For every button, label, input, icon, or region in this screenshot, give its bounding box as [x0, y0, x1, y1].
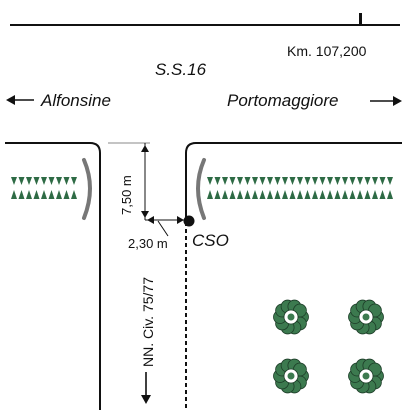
- dim-horizontal-arrow-left: [147, 216, 154, 224]
- hedge-leaf: [56, 177, 62, 185]
- arrow-down-icon: [141, 372, 151, 404]
- hedge-leaf: [41, 177, 47, 185]
- hedge-leaf: [237, 190, 243, 199]
- hedge-leaf: [33, 190, 40, 199]
- hedge-leaf: [267, 190, 273, 199]
- arrow-left-icon: [6, 95, 34, 105]
- tree-icon: [348, 299, 384, 335]
- hedge-leaf: [312, 177, 318, 185]
- dim-horizontal-leader: [157, 220, 169, 237]
- hedge-leaf: [327, 177, 333, 185]
- hedge-left: [11, 177, 77, 199]
- hedge-leaf: [252, 177, 258, 185]
- curb-left: [82, 158, 92, 220]
- hedge-leaf: [372, 177, 378, 185]
- hedge-leaf: [297, 190, 303, 199]
- hedge-leaf: [297, 177, 303, 185]
- hedge-leaf: [349, 190, 356, 199]
- hedge-leaf: [357, 190, 363, 199]
- hedge-leaf: [26, 190, 32, 199]
- hedge-leaf: [342, 177, 348, 185]
- hedge-leaf: [222, 190, 228, 199]
- hedge-leaf: [56, 190, 62, 199]
- hedge-leaf: [71, 190, 77, 199]
- hedge-right: [207, 177, 393, 199]
- side-street-label: NN. Civ. 75/77: [140, 277, 156, 367]
- hedge-leaf: [379, 190, 386, 199]
- hedge-leaf: [282, 190, 288, 199]
- hedge-leaf: [379, 177, 386, 185]
- hedge-leaf: [11, 190, 17, 199]
- hedge-leaf: [357, 177, 363, 185]
- hedge-leaf: [364, 177, 371, 185]
- hedge-leaf: [274, 190, 281, 199]
- hedge-leaf: [304, 190, 311, 199]
- hedge-leaf: [334, 177, 341, 185]
- hedge-leaf: [319, 190, 326, 199]
- hedge-leaf: [387, 177, 393, 185]
- hedge-leaf: [289, 177, 296, 185]
- hedge-leaf: [274, 177, 281, 185]
- hedge-leaf: [207, 190, 213, 199]
- dim-horizontal-arrow-right: [177, 216, 184, 224]
- hedge-leaf: [229, 190, 236, 199]
- dim-vertical-arrow-bottom: [141, 211, 149, 218]
- hedge-leaf: [48, 190, 55, 199]
- cso-point-marker: [183, 215, 195, 227]
- hedge-leaf: [259, 177, 266, 185]
- trees-group: [273, 299, 384, 394]
- cso-label: CSO: [192, 231, 229, 250]
- hedge-leaf: [372, 190, 378, 199]
- road-bottom-edge-right: [185, 142, 402, 218]
- hedge-leaf: [312, 190, 318, 199]
- hedge-leaf: [319, 177, 326, 185]
- hedge-leaf: [222, 177, 228, 185]
- dim-vertical-label: 7,50 m: [119, 175, 134, 215]
- hedge-leaf: [63, 190, 70, 199]
- hedge-leaf: [364, 190, 371, 199]
- hedge-leaf: [349, 177, 356, 185]
- tree-icon: [348, 358, 384, 394]
- hedge-leaf: [252, 190, 258, 199]
- hedge-leaf: [18, 190, 25, 199]
- arrow-right-icon: [370, 96, 402, 106]
- direction-right-label: Portomaggiore: [227, 91, 339, 110]
- hedge-leaf: [33, 177, 40, 185]
- hedge-leaf: [229, 177, 236, 185]
- hedge-leaf: [48, 177, 55, 185]
- hedge-leaf: [327, 190, 333, 199]
- hedge-leaf: [334, 190, 341, 199]
- hedge-leaf: [289, 190, 296, 199]
- dim-vertical-arrow-top: [141, 145, 149, 152]
- km-marker-post: [359, 13, 362, 25]
- hedge-leaf: [18, 177, 25, 185]
- hedge-leaf: [304, 177, 311, 185]
- hedge-leaf: [267, 177, 273, 185]
- hedge-leaf: [63, 177, 70, 185]
- hedge-leaf: [207, 177, 213, 185]
- hedge-leaf: [387, 190, 393, 199]
- road-name: S.S.16: [155, 60, 207, 79]
- hedge-leaf: [71, 177, 77, 185]
- tree-icon: [273, 358, 309, 394]
- curb-right: [196, 158, 206, 220]
- hedge-leaf: [244, 190, 251, 199]
- hedge-leaf: [26, 177, 32, 185]
- hedge-leaf: [244, 177, 251, 185]
- tree-icon: [273, 299, 309, 335]
- hedge-leaf: [11, 177, 17, 185]
- hedge-leaf: [259, 190, 266, 199]
- hedge-leaf: [282, 177, 288, 185]
- hedge-leaf: [214, 177, 221, 185]
- road-bottom-edge-left: [5, 142, 101, 410]
- km-marker-label: Km. 107,200: [287, 43, 367, 59]
- hedge-leaf: [342, 190, 348, 199]
- hedge-leaf: [237, 177, 243, 185]
- hedge-leaf: [41, 190, 47, 199]
- direction-left-label: Alfonsine: [40, 91, 111, 110]
- hedge-leaf: [214, 190, 221, 199]
- dim-horizontal-label: 2,30 m: [128, 236, 168, 251]
